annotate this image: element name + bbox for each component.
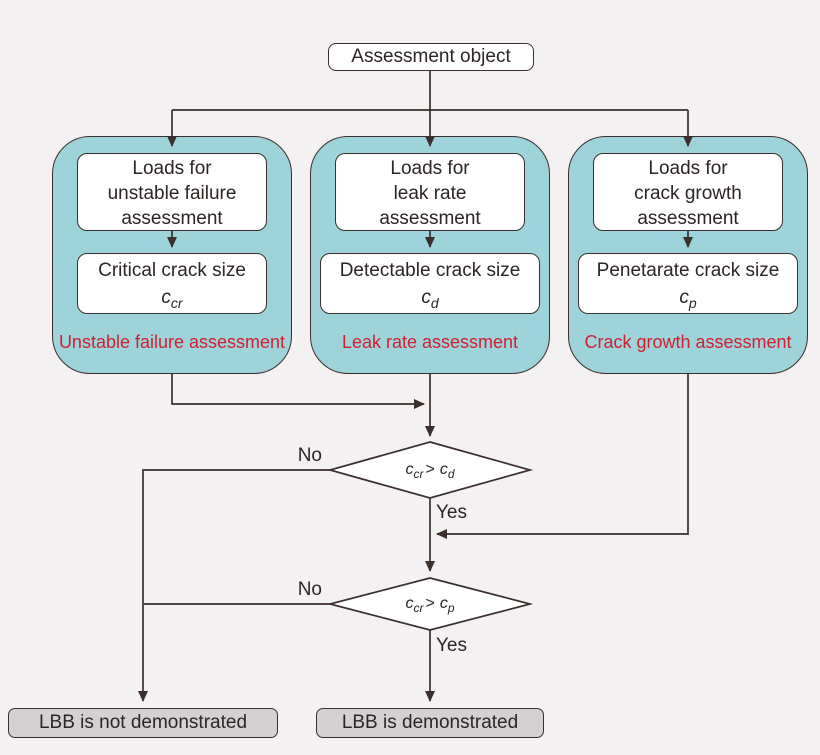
symbol-c: c [421,287,431,308]
symbol-subscript: d [430,294,439,311]
symbol-c: c [161,287,171,308]
footer-unstable-failure-assessment: Unstable failure assessment [58,332,286,352]
decision2-lhs-sub: cr [413,601,424,616]
decision2-condition: ccr>cp [355,593,505,615]
loads-text-line: Loads for [648,158,728,179]
decision2-rhs: c [439,595,448,612]
loads-text-line: crack growth [634,183,742,204]
decision1-no-label: No [297,445,322,466]
crack-size-label: Critical crack size [98,260,246,281]
assessment-object-box: Assessment object [328,43,534,71]
decision2-yes-label: Yes [436,635,467,656]
outcome-lbb-not-demonstrated: LBB is not demonstrated [8,708,278,738]
decision1-yes-label: Yes [436,502,467,523]
decision1-operator: > [425,461,435,478]
loads-unstable-failure-box: Loads for unstable failure assessment [77,153,267,231]
symbol-subscript: cr [170,294,183,311]
detectable-crack-size-box: Detectable crack size cd [320,253,540,314]
crack-size-label: Penetarate crack size [596,260,780,281]
crack-size-label: Detectable crack size [339,260,521,281]
crack-size-symbol: cp [579,284,797,311]
connector-panel3-to-spine [436,374,689,539]
decision2-operator: > [425,595,435,612]
decision1-rhs-sub: d [447,467,455,482]
decision2-no-label: No [297,579,322,600]
crack-size-symbol: cd [321,284,539,311]
critical-crack-size-box: Critical crack size ccr [77,253,267,314]
outcome-lbb-demonstrated: LBB is demonstrated [316,708,544,738]
penetrate-crack-size-box: Penetarate crack size cp [578,253,798,314]
loads-text-line: leak rate [393,183,467,204]
decision1-lhs-sub: cr [413,467,424,482]
symbol-subscript: p [688,294,697,311]
decision1-condition: ccr>cd [355,459,505,481]
loads-text-line: unstable failure [107,183,237,204]
crack-size-symbol: ccr [78,284,266,311]
loads-text-line: Loads for [390,158,470,179]
connector-panel1-to-spine [171,374,425,409]
footer-crack-growth-assessment: Crack growth assessment [584,332,792,352]
loads-leak-rate-box: Loads for leak rate assessment [335,153,525,231]
symbol-c: c [679,287,689,308]
loads-text-line: Loads for [132,158,212,179]
loads-text-line: assessment [379,208,481,229]
decision2-rhs-sub: p [447,601,455,616]
decision1-rhs: c [439,461,448,478]
loads-crack-growth-box: Loads for crack growth assessment [593,153,783,231]
footer-leak-rate-assessment: Leak rate assessment [341,332,519,352]
loads-text-line: assessment [121,208,223,229]
loads-text-line: assessment [637,208,739,229]
